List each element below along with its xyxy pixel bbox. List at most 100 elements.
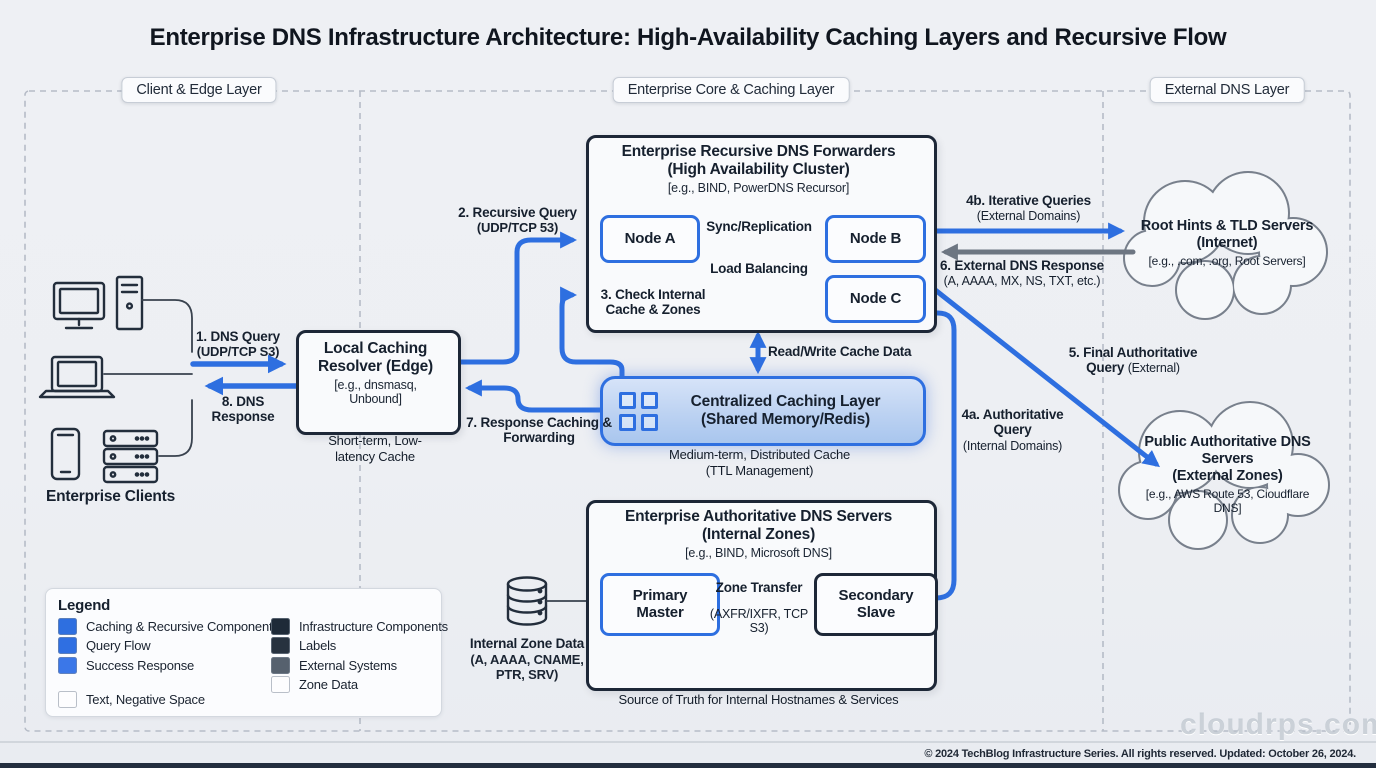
flow-5-sub: (External) bbox=[1127, 361, 1180, 376]
legend-swatch-query-flow bbox=[58, 637, 77, 654]
zone-transfer-label: Zone Transfer bbox=[715, 580, 803, 595]
watermark: cloudrps.com bbox=[1180, 708, 1376, 741]
authoritative-tech-text: [e.g., BIND, Microsoft DNS] bbox=[685, 545, 832, 560]
cache-grid-icon bbox=[619, 391, 658, 431]
database-icon bbox=[506, 576, 548, 626]
legend-item: External Systems bbox=[271, 656, 448, 675]
authoritative-subtitle-text: (Internal Zones) bbox=[701, 525, 816, 543]
root-cloud-tech-text: [e.g., .com, .org, Root Servers] bbox=[1148, 254, 1306, 269]
flow-4b-sub: (External Domains) bbox=[976, 209, 1081, 224]
flow-4b-main: 4b. Iterative Queries bbox=[966, 193, 1091, 208]
public-cloud-tech-text: [e.g., AWS Route 53, Cioudflare DNS] bbox=[1145, 487, 1310, 516]
root-hints-cloud-label: Root Hints & TLD Servers (Internet) [e.g… bbox=[1132, 218, 1322, 268]
blue-arrows bbox=[190, 222, 1161, 601]
tower-pc-icon bbox=[115, 275, 144, 331]
flow-1-main: 1. DNS Query bbox=[196, 329, 280, 344]
layer-badge-client: Client & Edge Layer bbox=[121, 77, 277, 103]
forwarders-title-text: Enterprise Recursive DNS Forwarders bbox=[621, 143, 896, 160]
node-c-box: Node C bbox=[825, 275, 926, 323]
footer-copyright: © 2024 TechBlog Infrastructure Series. A… bbox=[924, 748, 1356, 760]
flow-8-dns-response-label: 8. DNS Response bbox=[211, 394, 275, 425]
sync-replication-label: Sync/Replication bbox=[706, 219, 812, 234]
legend-swatch-text-space bbox=[58, 690, 77, 708]
legend-swatch-zone-data bbox=[271, 676, 290, 693]
legend-left-column: Caching & Recursive Components Query Flo… bbox=[58, 616, 279, 709]
legend-item: Text, Negative Space bbox=[58, 690, 279, 709]
node-b-box: Node B bbox=[825, 215, 926, 263]
load-balancing-label: Load Balancing bbox=[710, 261, 808, 276]
legend-swatch-external bbox=[271, 656, 290, 674]
legend-item: Success Response bbox=[58, 656, 279, 675]
legend-panel: Legend Caching & Recursive Components Qu… bbox=[45, 588, 448, 717]
legend-label: Caching & Recursive Components bbox=[86, 618, 279, 634]
layer-badge-core: Enterprise Core & Caching Layer bbox=[612, 77, 850, 103]
caching-layer-title: Centralized Caching Layer (Shared Memory… bbox=[658, 393, 913, 429]
legend-item: Labels bbox=[271, 636, 448, 655]
local-caching-resolver-box bbox=[296, 330, 461, 435]
caching-layer-caption: Medium-term, Distributed Cache (TTL Mana… bbox=[668, 447, 851, 478]
forwarders-subtitle-text: (High Availability Cluster) bbox=[667, 160, 850, 178]
legend-title: Legend bbox=[58, 597, 111, 614]
thin-connectors bbox=[103, 299, 587, 602]
node-a-box: Node A bbox=[600, 215, 700, 263]
root-cloud-subtitle-text: (Internet) bbox=[1196, 235, 1258, 252]
public-cloud-subtitle-text: (External Zones) bbox=[1172, 468, 1283, 485]
public-cloud-title-text: Public Authoritative DNS Servers bbox=[1144, 434, 1311, 468]
authoritative-title-text: Enterprise Authoritative DNS Servers bbox=[624, 508, 892, 525]
recursive-forwarders-title: Enterprise Recursive DNS Forwarders (Hig… bbox=[591, 143, 926, 195]
page-title: Enterprise DNS Infrastructure Architectu… bbox=[149, 24, 1227, 51]
flow-4b-iterative-label: 4b. Iterative Queries (External Domains) bbox=[960, 193, 1097, 224]
legend-label: Infrastructure Components bbox=[299, 618, 448, 634]
legend-item: Zone Data bbox=[271, 675, 448, 694]
flow-2-main: 2. Recursive Query bbox=[458, 205, 577, 220]
secondary-slave-box: Secondary Slave bbox=[814, 573, 938, 636]
caching-subtitle-text: (Shared Memory/Redis) bbox=[701, 411, 870, 428]
smartphone-icon bbox=[50, 427, 81, 481]
resolver-caption: Short-term, Low-latency Cache bbox=[328, 433, 422, 464]
primary-master-box: Primary Master bbox=[600, 573, 720, 636]
flow-6-external-response-label: 6. External DNS Response (A, AAAA, MX, N… bbox=[936, 258, 1108, 289]
enterprise-clients-label: Enterprise Clients bbox=[46, 488, 176, 505]
legend-label: Text, Negative Space bbox=[86, 691, 205, 707]
laptop-icon bbox=[38, 355, 116, 399]
zone-data-subtitle-text: (A, AAAA, CNAME, PTR, SRV) bbox=[470, 651, 584, 683]
flow-4a-authoritative-label: 4a. Authoritative Query (Internal Domain… bbox=[955, 407, 1070, 453]
flow-6-main: 6. External DNS Response bbox=[939, 258, 1104, 273]
caching-title-text: Centralized Caching Layer bbox=[690, 393, 881, 411]
legend-swatch-infrastructure bbox=[271, 617, 290, 635]
flow-3-check-cache-label: 3. Check Internal Cache & Zones bbox=[600, 287, 706, 318]
legend-label: Success Response bbox=[86, 657, 195, 673]
legend-swatch-success bbox=[58, 656, 77, 674]
zone-transfer-protocol-label: (AXFR/IXFR, TCP S3) bbox=[709, 607, 809, 636]
flow-1-dns-query-label: 1. DNS Query (UDP/TCP S3) bbox=[186, 329, 290, 360]
flow-2-recursive-query-label: 2. Recursive Query (UDP/TCP 53) bbox=[455, 205, 580, 236]
flow-2-sub: (UDP/TCP 53) bbox=[476, 220, 559, 236]
read-write-cache-label: Read/Write Cache Data bbox=[768, 344, 912, 359]
legend-label: External Systems bbox=[299, 657, 397, 673]
authoritative-caption: Source of Truth for Internal Hostnames &… bbox=[618, 692, 899, 707]
legend-swatch-labels bbox=[271, 637, 290, 654]
flow-4a-sub: (Internal Domains) bbox=[962, 438, 1063, 453]
authoritative-title: Enterprise Authoritative DNS Servers (In… bbox=[591, 508, 926, 560]
legend-item: Query Flow bbox=[58, 636, 279, 655]
resolver-tech-text: [e.g., dnsmasq, Unbound] bbox=[334, 377, 417, 407]
forwarders-tech-text: [e.g., BIND, PowerDNS Recursor] bbox=[667, 180, 850, 195]
legend-right-column: Infrastructure Components Labels Externa… bbox=[271, 616, 448, 694]
desktop-icon bbox=[52, 281, 106, 330]
legend-swatch-caching bbox=[58, 617, 77, 635]
flow-5-main: 5. Final Authoritative Query bbox=[1068, 345, 1198, 376]
centralized-caching-box: Centralized Caching Layer (Shared Memory… bbox=[600, 376, 926, 446]
zone-data-title-text: Internal Zone Data bbox=[469, 636, 585, 651]
flow-4a-main: 4a. Authoritative Query bbox=[961, 407, 1064, 438]
legend-item: Caching & Recursive Components bbox=[58, 617, 279, 636]
legend-label: Zone Data bbox=[299, 677, 358, 692]
layer-badge-external: External DNS Layer bbox=[1149, 77, 1305, 103]
legend-label: Query Flow bbox=[86, 638, 151, 653]
flow-1-sub: (UDP/TCP S3) bbox=[196, 344, 280, 360]
legend-item: Infrastructure Components bbox=[271, 617, 448, 636]
internal-zone-data-label: Internal Zone Data (A, AAAA, CNAME, PTR,… bbox=[460, 636, 594, 683]
root-cloud-title-text: Root Hints & TLD Servers bbox=[1140, 218, 1314, 234]
server-rack-icon bbox=[102, 429, 159, 484]
flow-6-sub: (A, AAAA, MX, NS, TXT, etc.) bbox=[943, 274, 1101, 289]
